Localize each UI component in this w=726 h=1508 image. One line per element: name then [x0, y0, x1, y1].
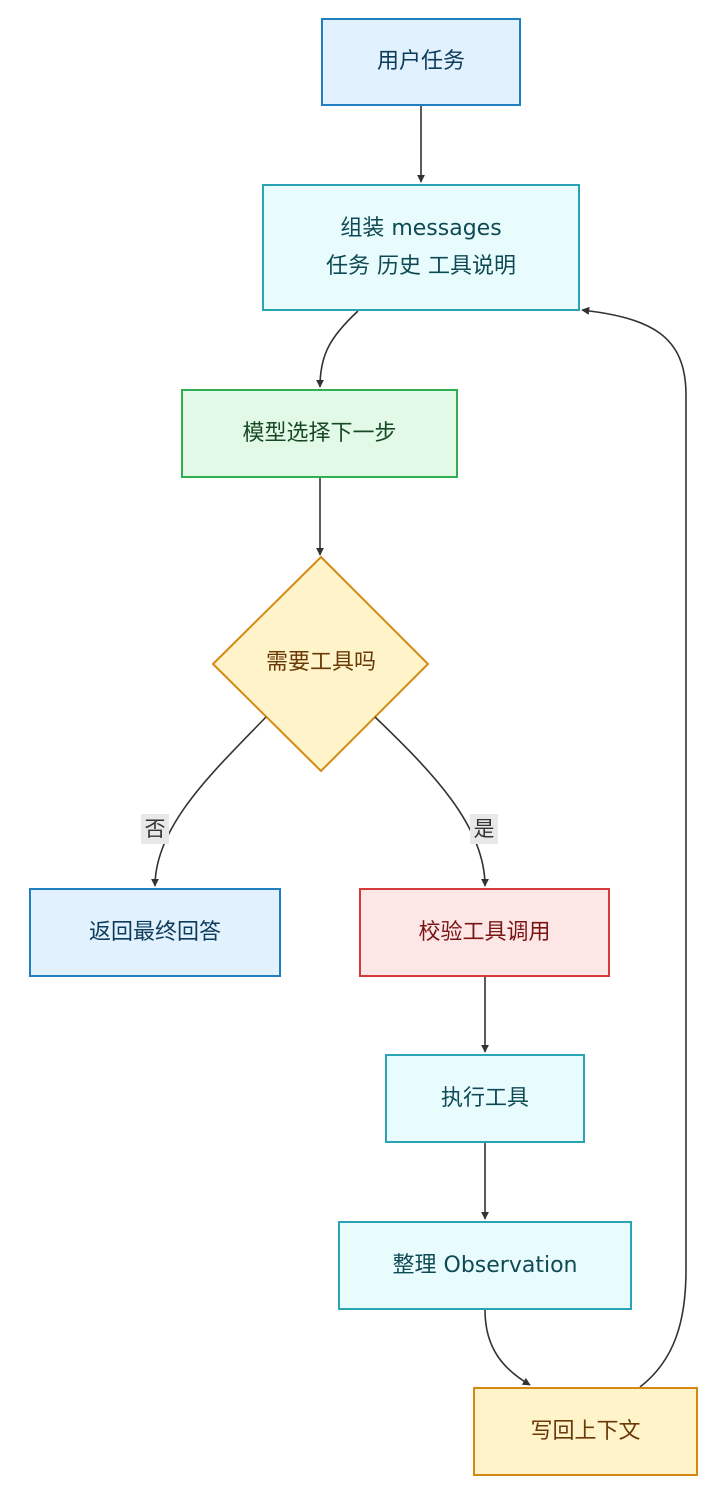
- edge-decision-to-validate: [374, 716, 489, 887]
- node-model-next-step-label: 模型选择下一步: [242, 420, 397, 446]
- edge-label-yes: 是: [470, 814, 498, 844]
- node-validate-tool-call: 校验工具调用: [359, 888, 610, 977]
- decision-need-tool-label: 需要工具吗: [265, 650, 376, 675]
- node-write-back-context-label: 写回上下文: [530, 1418, 641, 1444]
- edge-obs-to-write: [484, 1309, 531, 1386]
- node-organize-observation-label: 整理 Observation: [392, 1252, 578, 1278]
- decision-diamond: [211, 555, 430, 773]
- edge-assemble-to-model: [316, 310, 359, 388]
- edge-label-no: 否: [141, 814, 169, 844]
- node-execute-tool-label: 执行工具: [440, 1085, 529, 1111]
- edge-decision-to-final: [151, 716, 267, 887]
- node-validate-tool-call-label: 校验工具调用: [418, 919, 551, 945]
- node-final-answer: 返回最终回答: [29, 888, 281, 977]
- node-user-task: 用户任务: [321, 18, 521, 106]
- node-user-task-label: 用户任务: [376, 49, 465, 74]
- node-organize-observation: 整理 Observation: [338, 1221, 632, 1310]
- edge-write-to-assemble-loop: [581, 306, 687, 1388]
- node-assemble-line-2: 任务 历史 工具说明: [326, 253, 516, 279]
- node-model-next-step: 模型选择下一步: [181, 389, 458, 478]
- node-assemble-messages: 组装 messages 任务 历史 工具说明: [262, 184, 580, 311]
- node-execute-tool: 执行工具: [385, 1054, 585, 1143]
- node-assemble-line-1: 组装 messages: [340, 215, 502, 241]
- node-final-answer-label: 返回最终回答: [88, 919, 221, 945]
- node-write-back-context: 写回上下文: [473, 1387, 698, 1476]
